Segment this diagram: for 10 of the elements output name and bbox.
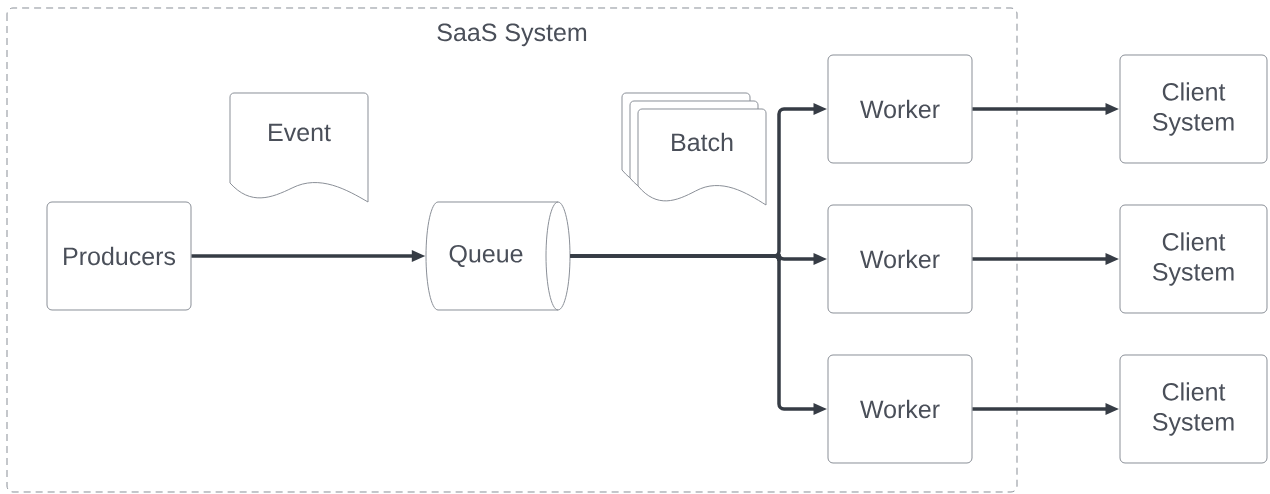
process-box: Client System: [1119, 354, 1268, 464]
process-box: Client System: [1119, 54, 1268, 164]
process-box: Worker: [827, 354, 973, 464]
queue-cylinder: Queue: [425, 201, 571, 311]
process-box: Client System: [1119, 204, 1268, 314]
node-label: Queue: [449, 244, 523, 268]
process-box: Worker: [827, 204, 973, 314]
document-shape: Event: [229, 92, 369, 203]
process-box: Producers: [46, 201, 192, 311]
process-box: Worker: [827, 54, 973, 164]
